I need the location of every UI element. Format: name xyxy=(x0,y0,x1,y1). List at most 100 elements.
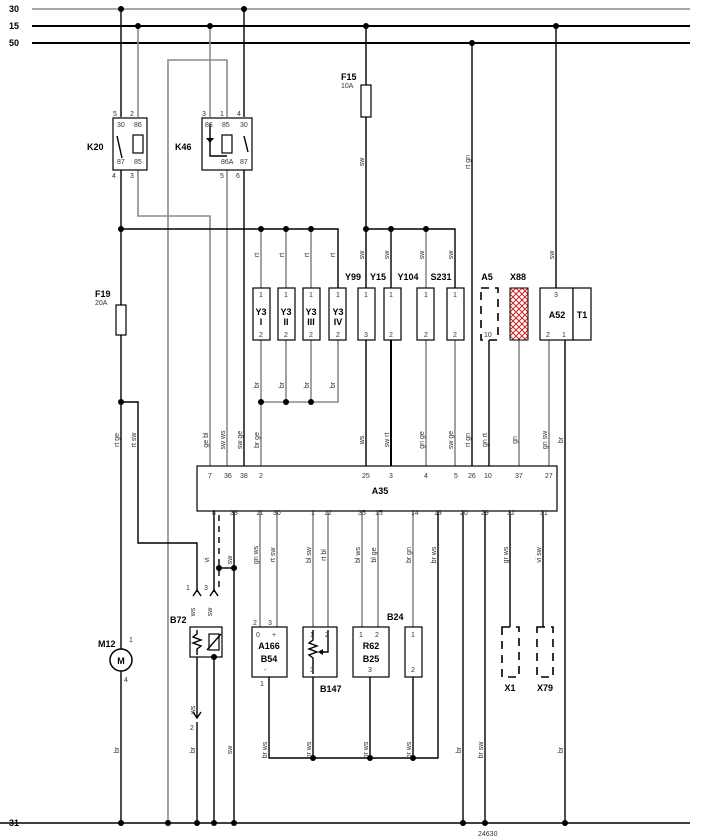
pin-number: 86 xyxy=(205,122,213,129)
junction-dot xyxy=(469,40,475,46)
fuse-f19[interactable] xyxy=(115,304,127,336)
connector-x88[interactable] xyxy=(509,287,529,341)
pin-number: 2 xyxy=(253,620,257,627)
pin-number: 4 xyxy=(424,473,428,480)
component-label-m: M xyxy=(117,656,125,666)
component-label-y3: Y3 xyxy=(305,307,316,317)
pin-number: 2 xyxy=(284,332,288,339)
wire-color-label: rt ge xyxy=(114,433,121,447)
valve-y3-iv[interactable] xyxy=(328,287,347,341)
junction-dot xyxy=(118,820,124,826)
pin-number: 30 xyxy=(240,122,248,129)
wire-color-label: gn rt xyxy=(482,433,489,447)
pin-number: 30 xyxy=(117,122,125,129)
sensor-r62-b25[interactable] xyxy=(352,626,390,678)
component-label-b72: B72 xyxy=(170,615,187,625)
fuse-f15[interactable] xyxy=(360,84,372,118)
component-label-x79: X79 xyxy=(537,683,553,693)
wire-color-label: br xyxy=(254,381,261,388)
wire-color-label: br xyxy=(558,436,565,443)
wire-color-label: rt xyxy=(304,253,311,257)
wire-color-label: br sw xyxy=(478,741,485,759)
pin-number: 4 xyxy=(237,111,241,118)
pin-number: 26 xyxy=(468,473,476,480)
component-label-r62: R62 xyxy=(363,641,380,651)
pin-number: 3 xyxy=(389,473,393,480)
switch-s231[interactable] xyxy=(446,287,465,341)
pin-number: 1 xyxy=(364,292,368,299)
module-t1[interactable] xyxy=(572,287,592,341)
pin-number: 2 xyxy=(375,632,379,639)
wire-color-label: br ws xyxy=(306,741,313,758)
wire-color-label: ws xyxy=(359,435,366,445)
pin-number: 10 xyxy=(484,332,492,339)
valve-y99[interactable] xyxy=(357,287,376,341)
wire-color-label: gr ws xyxy=(503,546,510,563)
pin-number: 1 xyxy=(220,111,224,118)
connector-x79[interactable] xyxy=(536,626,554,678)
wire-color-label: br xyxy=(304,381,311,388)
connector-x1[interactable] xyxy=(501,626,520,678)
motor-m12[interactable] xyxy=(109,648,133,672)
bus-label: 31 xyxy=(9,818,19,828)
sensor-b72[interactable] xyxy=(189,626,223,658)
potentiometer-b147[interactable] xyxy=(302,626,338,678)
component-label-f15: F15 xyxy=(341,72,357,82)
pin-number: 5 xyxy=(113,111,117,118)
wire-color-label: sw xyxy=(448,250,455,260)
wire-color-label: rt xyxy=(254,253,261,257)
pin-number: 33 xyxy=(230,510,238,517)
valve-y104[interactable] xyxy=(416,287,435,341)
sensor-b24[interactable] xyxy=(404,626,423,678)
junction-dot xyxy=(258,399,264,405)
wire-color-label: br ws xyxy=(363,741,370,758)
junction-dot xyxy=(308,226,314,232)
pin-number: 5 xyxy=(220,173,224,180)
junction-dot xyxy=(165,820,171,826)
junction-dot xyxy=(241,6,247,12)
junction-dot xyxy=(367,755,373,761)
wire-color-label: br gn xyxy=(406,547,413,563)
pin-number: 4 xyxy=(124,677,128,684)
junction-dot xyxy=(231,820,237,826)
wire-color-label: rt sw xyxy=(131,432,138,448)
pin-number: 1 xyxy=(311,510,315,517)
wire-color-label: br xyxy=(279,381,286,388)
pin-number: 1 xyxy=(129,637,133,644)
module-a52[interactable] xyxy=(539,287,574,341)
component-label-y15: Y15 xyxy=(370,272,386,282)
wire-color-label: bl ws xyxy=(355,547,362,563)
wire-color-label: sw xyxy=(419,250,426,260)
control-unit-a35[interactable] xyxy=(196,465,558,512)
wire-color-label: bl sw xyxy=(306,546,313,563)
junction-dots xyxy=(118,6,568,826)
component-label-s231: S231 xyxy=(430,272,451,282)
pin-number: 5 xyxy=(454,473,458,480)
junction-dot xyxy=(363,226,369,232)
pin-number: 4 xyxy=(112,173,116,180)
pin-number: 0 xyxy=(256,632,260,639)
junction-dot xyxy=(482,820,488,826)
junction-dot xyxy=(118,226,124,232)
valve-y3-ii[interactable] xyxy=(277,287,296,341)
valve-y3-iii[interactable] xyxy=(302,287,321,341)
module-a166-b54[interactable] xyxy=(251,626,288,678)
pin-number: 1 xyxy=(453,292,457,299)
relay-k20[interactable] xyxy=(112,117,148,171)
connector-a5[interactable] xyxy=(480,287,499,341)
pin-number: 11 xyxy=(256,510,263,517)
valve-y3-i[interactable] xyxy=(252,287,271,341)
component-label-a35: A35 xyxy=(372,486,389,496)
wire-color-label: br ge xyxy=(254,432,261,448)
junction-dot xyxy=(553,23,559,29)
wire-color-label: ge bl xyxy=(203,432,210,448)
component-label-a5: A5 xyxy=(481,272,493,282)
pin-number: 8 xyxy=(212,510,216,517)
valve-y15[interactable] xyxy=(383,287,402,341)
relay-k46[interactable] xyxy=(201,117,253,171)
wire-color-label: sw ge xyxy=(237,431,244,449)
junction-dot xyxy=(231,565,237,571)
pin-number: 86A xyxy=(221,159,234,166)
wire-color-label: rt gn xyxy=(465,155,472,169)
